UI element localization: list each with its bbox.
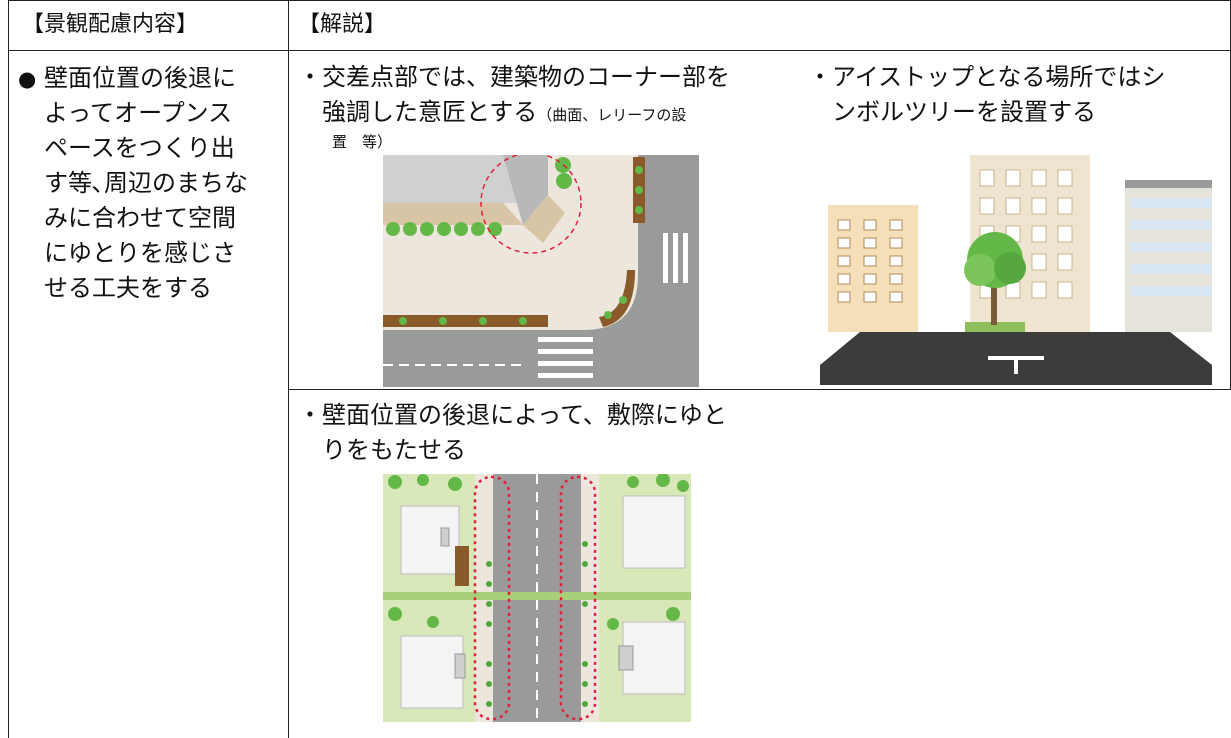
consideration-line: よってオープンス <box>44 99 233 127</box>
column-divider <box>288 0 289 738</box>
corner-explanation: 交差点部では、建築物のコーナー部を 強調した意匠とする（曲面、レリーフの設 <box>322 60 730 133</box>
bullet-mark: ● <box>18 67 37 91</box>
corner-line-1: 交差点部では、建築物のコーナー部を <box>322 63 730 91</box>
consideration-line: みに合わせて空間 <box>44 204 236 232</box>
symbol-tree-line-2: ンボルツリーを設置する <box>832 98 1096 126</box>
corner-plan-illustration <box>383 155 699 387</box>
setback-line-1: 壁面位置の後退によって、敷際にゆと <box>322 401 727 429</box>
explanation-row-divider <box>288 389 1231 390</box>
header-explanation: 【解説】 <box>298 12 387 37</box>
consideration-line: 壁面位置の後退に <box>44 64 236 92</box>
setback-bullet: ・ <box>298 401 322 429</box>
corner-line-3-note: 置 等） <box>332 133 393 151</box>
setback-explanation: 壁面位置の後退によって、敷際にゆと りをもたせる <box>322 398 727 468</box>
consideration-text: 壁面位置の後退に よってオープンス ペースをつくり出 す等､周辺のまちな みに合… <box>44 61 248 306</box>
corner-line-2-main: 強調した意匠とする <box>322 98 538 126</box>
header-row-divider <box>8 50 1231 51</box>
setback-line-2: りをもたせる <box>322 436 466 464</box>
corner-line-2: 強調した意匠とする（曲面、レリーフの設 <box>322 95 730 133</box>
symbol-tree-bullet: ・ <box>808 63 832 91</box>
consideration-line: せる工夫をする <box>44 274 212 302</box>
symbol-tree-illustration <box>820 150 1212 385</box>
header-considerations: 【景観配慮内容】 <box>22 12 199 37</box>
consideration-line: ペースをつくり出 <box>44 134 235 162</box>
table-left-border <box>8 0 9 738</box>
table-top-border <box>8 0 1231 1</box>
consideration-line: す等､周辺のまちな <box>44 169 248 197</box>
setback-plan-illustration <box>383 474 691 722</box>
corner-line-2-note: （曲面、レリーフの設 <box>537 106 687 124</box>
symbol-tree-explanation: アイストップとなる場所ではシ ンボルツリーを設置する <box>832 60 1165 130</box>
symbol-tree-line-1: アイストップとなる場所ではシ <box>832 63 1166 91</box>
corner-bullet: ・ <box>298 63 322 91</box>
consideration-line: にゆとりを感じさ <box>44 239 236 267</box>
